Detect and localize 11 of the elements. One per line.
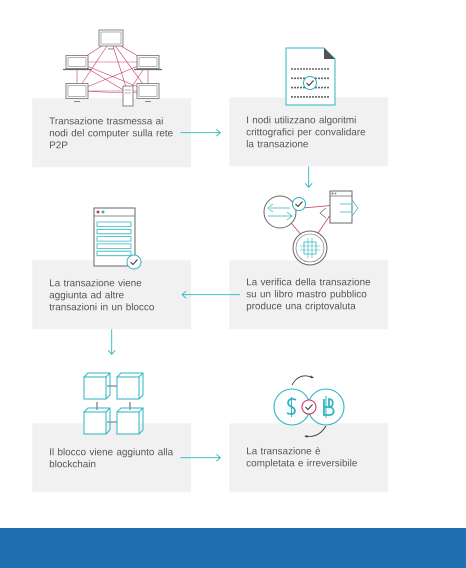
arrow	[304, 166, 313, 188]
arrow	[181, 290, 240, 299]
step-box: I nodi utilizzano algoritmi crittografici per convalidare la transazione	[229, 97, 388, 166]
arrow	[180, 454, 221, 462]
step-box: Transazione trasmessa ai nodi del computer sulla rete P2P	[32, 98, 192, 168]
step-box: Il blocco viene aggiunto alla blockchain	[32, 423, 192, 492]
arrow	[108, 328, 116, 355]
step-box: La transazione viene aggiunta ad altre transazioni in un blocco	[32, 260, 192, 330]
step-box: La verifica della transazione su un libro mastro pubblico produce una criptovaluta	[229, 260, 388, 330]
step-box: La transazione è completata e irreversibile	[229, 423, 388, 492]
arrow	[180, 128, 221, 137]
